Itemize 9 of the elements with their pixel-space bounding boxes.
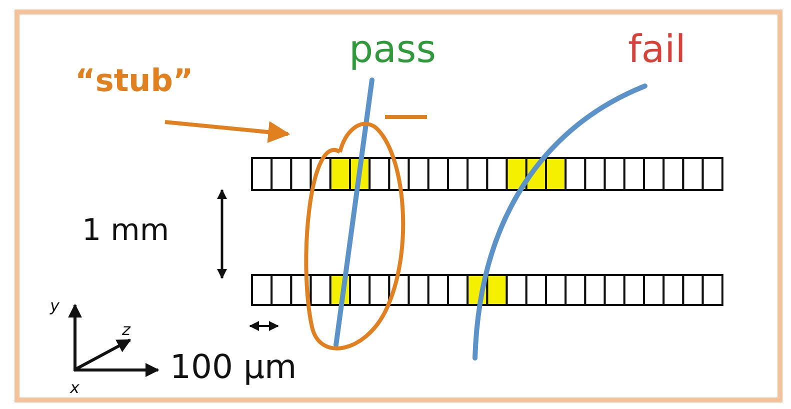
axis-label: x <box>70 380 80 396</box>
pass-label: pass <box>349 30 436 68</box>
dimension-label: 100 μm <box>170 350 297 383</box>
callout-label: “stub” <box>75 63 194 99</box>
dimension-label: 1 mm <box>82 216 170 246</box>
fail-label: fail <box>628 30 686 68</box>
axis-label: y <box>50 298 60 314</box>
axis-label: z <box>122 322 130 338</box>
arrow <box>164 120 290 144</box>
